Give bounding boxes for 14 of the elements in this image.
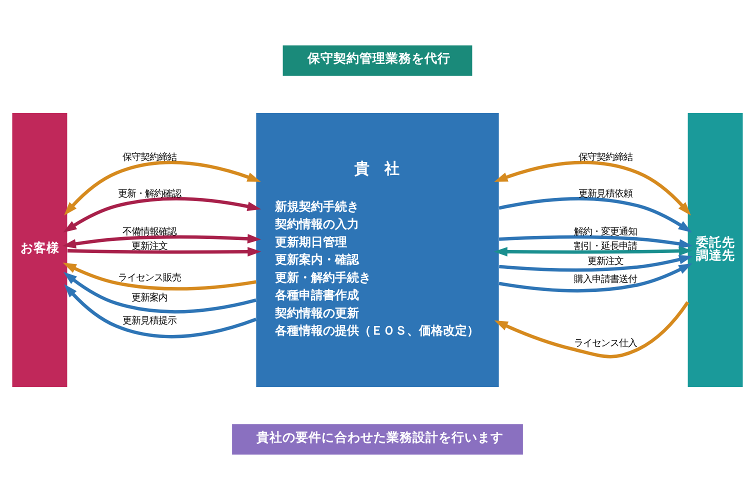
edge-label: 更新・解約確認 (118, 188, 182, 200)
edge-label: ライセンス販売 (118, 272, 182, 284)
edge-label: 更新見積提示 (122, 315, 177, 326)
edge-label: 更新注文 (587, 256, 624, 268)
edge-label: ライセンス仕入 (574, 338, 637, 350)
edge-label: 解約・変更通知 (574, 226, 637, 238)
edge-label: 保守契約締結 (122, 152, 177, 164)
edge-label: 購入申請書送付 (574, 274, 637, 285)
edge-label: 更新見積依頼 (578, 188, 632, 200)
edge-label: 更新注文 (132, 240, 168, 252)
edge-label: 割引・延長申請 (574, 240, 637, 252)
edge-label: 更新案内 (132, 292, 168, 304)
edge-label: 不備情報確認 (122, 226, 177, 238)
edge-label: 保守契約締結 (578, 152, 632, 164)
